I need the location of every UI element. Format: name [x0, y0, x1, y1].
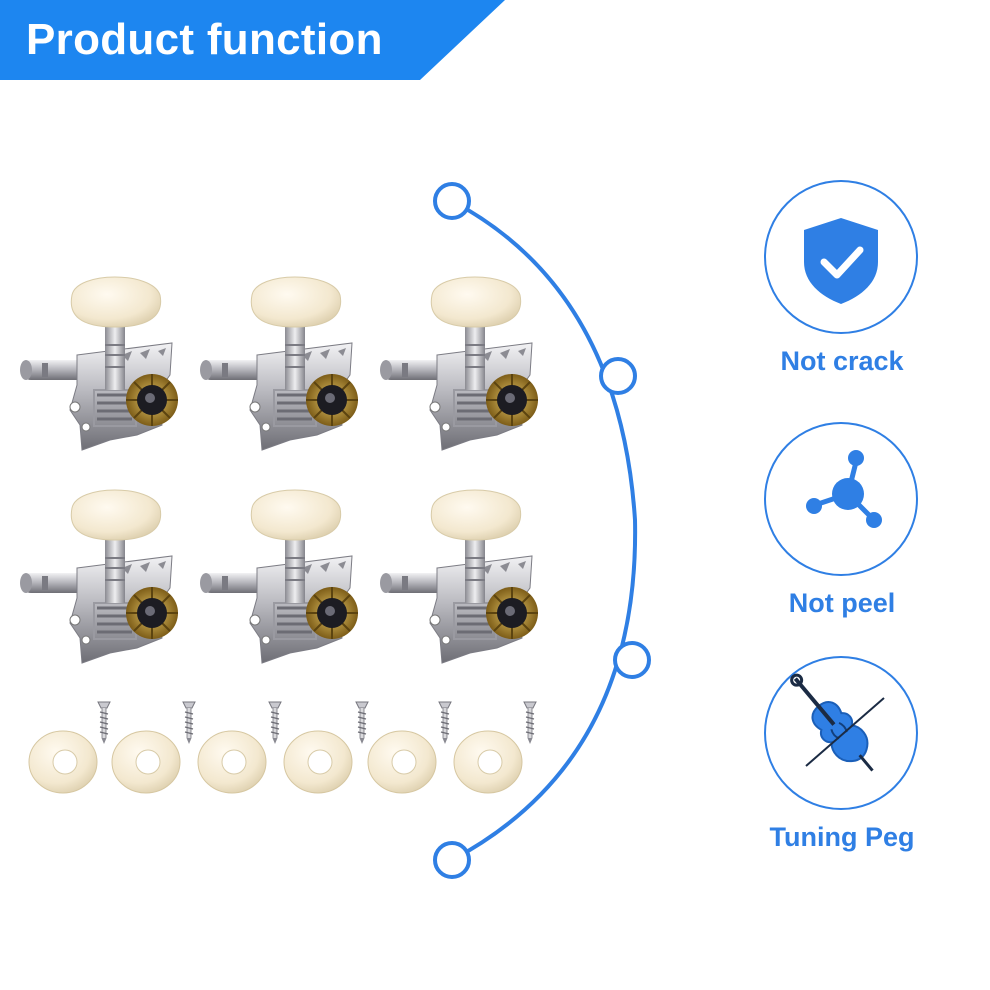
timeline-node — [613, 641, 651, 679]
feature-circle — [764, 422, 918, 576]
timeline-node — [599, 357, 637, 395]
feature-circle — [764, 656, 918, 810]
violin-icon — [790, 673, 885, 772]
banner-background — [0, 0, 505, 80]
timeline-node — [433, 182, 471, 220]
shield-check-icon — [804, 218, 878, 304]
molecule-icon — [806, 450, 882, 528]
header-banner: Product function — [0, 0, 505, 80]
feature-label: Tuning Peg — [769, 822, 915, 852]
feature-circle — [764, 180, 918, 334]
timeline-node — [433, 841, 471, 879]
feature-label: Not crack — [780, 346, 904, 376]
banner-title: Product function — [26, 15, 383, 64]
feature-label: Not peel — [788, 588, 896, 618]
